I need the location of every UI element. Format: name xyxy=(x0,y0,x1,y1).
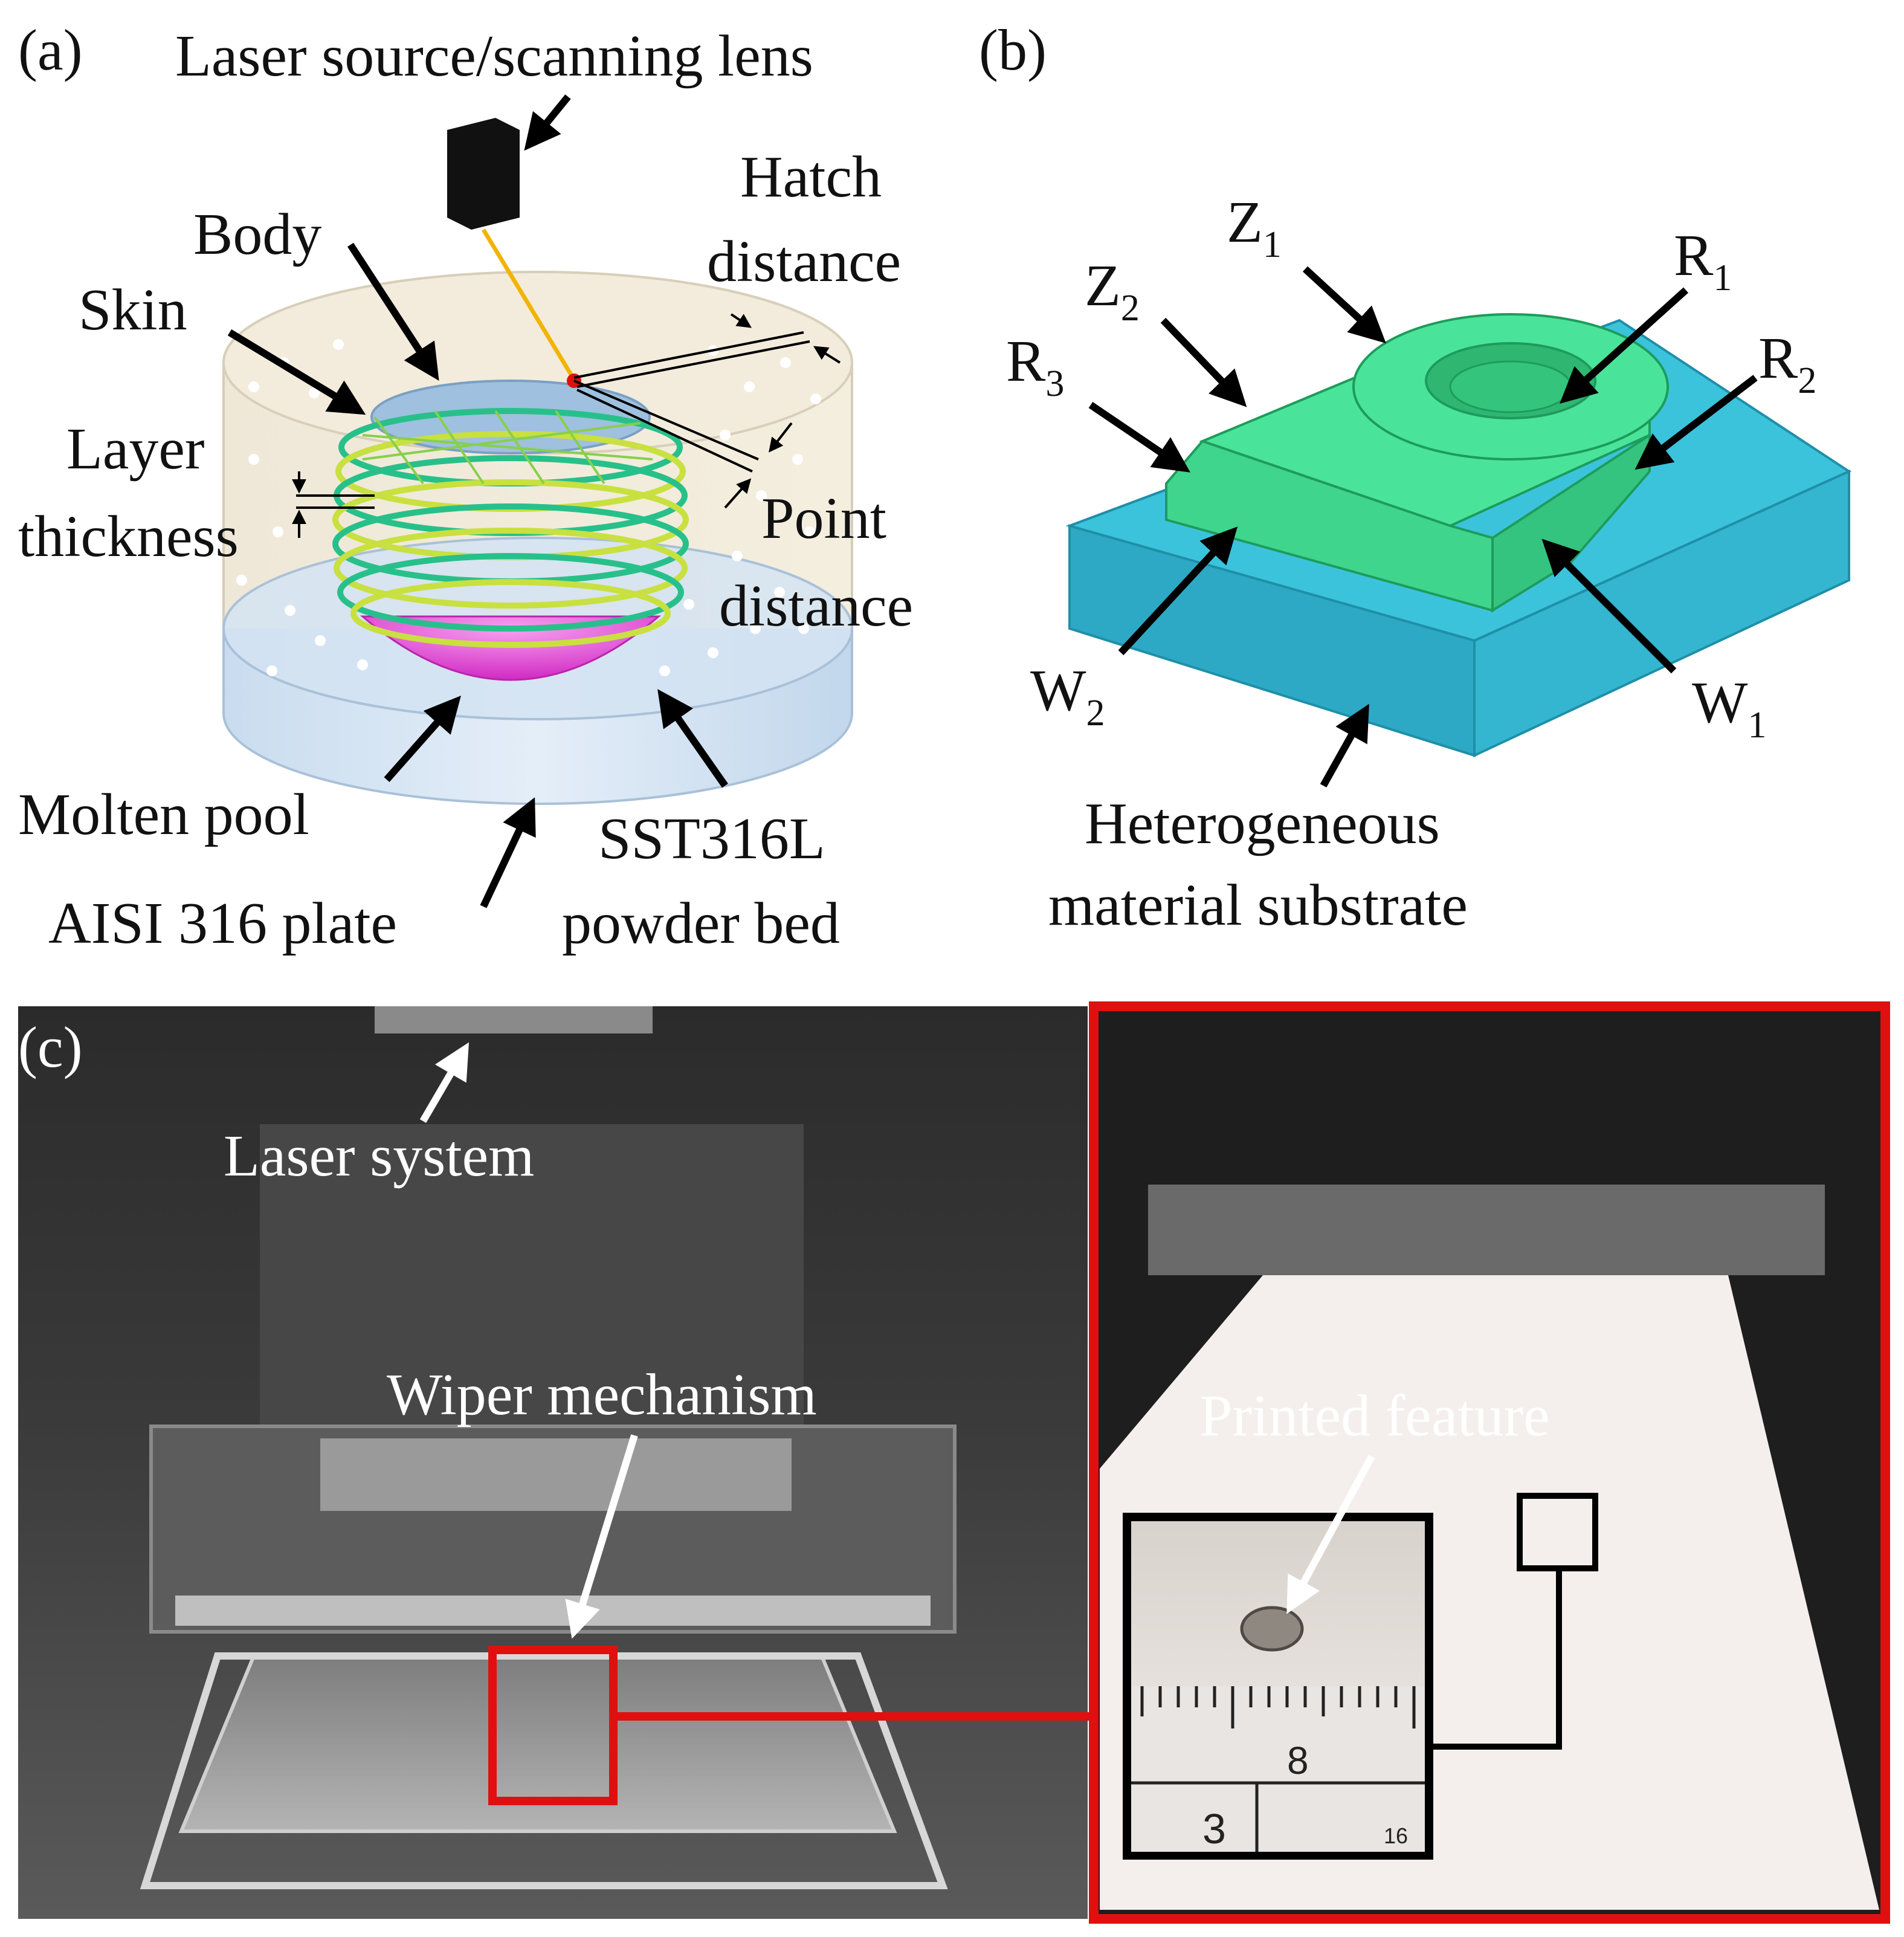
w2-label: W2 xyxy=(1030,658,1105,734)
wiper-label: Wiper mechanism xyxy=(387,1362,817,1428)
zoom-wiper-mount xyxy=(1148,1185,1825,1275)
layer-label-1: Layer xyxy=(66,416,205,482)
hatch-label-1: Hatch xyxy=(740,144,882,210)
z2-label: Z2 xyxy=(1085,253,1140,329)
laser-beam xyxy=(482,228,576,381)
panel-a-arrows xyxy=(227,94,728,908)
ruler-number-3: 3 xyxy=(1202,1805,1226,1852)
wiper-rail xyxy=(175,1596,931,1626)
wiper-highlight-box xyxy=(488,1646,618,1805)
panel-b: (b) Z1 Z2 R1 R2 R3 W1 W2 Heteroge xyxy=(979,18,1852,938)
layer-thickness-guides xyxy=(292,471,375,538)
ruler-ticks xyxy=(1131,1686,1425,1852)
r2-label: R2 xyxy=(1758,326,1816,401)
ruler-number-8: 8 xyxy=(1287,1739,1309,1782)
boss-hole-inner xyxy=(1449,360,1572,413)
distance-guides xyxy=(573,313,841,509)
printed-feature-label: Printed feature xyxy=(1199,1383,1550,1449)
r3-label: R3 xyxy=(1006,329,1064,404)
ruler-number-16: 16 xyxy=(1384,1823,1408,1848)
panel-c: (c) Laser system Wiper mechanism xyxy=(18,1001,1890,1924)
body-label: Body xyxy=(193,202,321,267)
panel-b-tag: (b) xyxy=(979,18,1047,82)
aisi-plate-label: AISI 316 plate xyxy=(48,891,397,956)
printed-feature-part xyxy=(1240,1606,1304,1652)
molten-pool-label: Molten pool xyxy=(18,782,309,847)
laser-head xyxy=(447,118,520,230)
part-side-face xyxy=(1491,433,1651,613)
wiper-blade xyxy=(320,1438,792,1511)
hatch-label-2: distance xyxy=(707,229,901,294)
ruler xyxy=(1131,1686,1425,1852)
z1-label: Z1 xyxy=(1227,190,1282,265)
hatch-lines xyxy=(362,410,653,485)
build-plate-frame xyxy=(140,1652,948,1889)
powder-bed-label-1: SST316L xyxy=(598,806,825,871)
panel-c-arrows xyxy=(419,1042,638,1639)
inset-connector xyxy=(1429,1568,1562,1750)
laser-system-label: Laser system xyxy=(224,1124,534,1189)
powder-bed-label-2: powder bed xyxy=(562,891,840,956)
substrate-right-face xyxy=(1473,469,1850,758)
panel-b-arrows xyxy=(1088,266,1758,787)
laser-window xyxy=(375,1006,653,1033)
w1-label: W1 xyxy=(1692,670,1767,746)
molten-pool-shape xyxy=(360,615,662,681)
skin-label: Skin xyxy=(79,277,187,343)
panel-a: (a) xyxy=(18,18,913,956)
point-label-1: Point xyxy=(761,486,886,551)
panel-a-tag: (a) xyxy=(18,18,83,82)
laser-source-label: Laser source/scanning lens xyxy=(175,24,813,89)
point-label-2: distance xyxy=(719,574,913,639)
panel-c-tag: (c) xyxy=(18,1015,83,1079)
substrate-label-1: Heterogeneous xyxy=(1085,791,1440,856)
r1-label: R1 xyxy=(1674,223,1732,299)
layer-label-2: thickness xyxy=(18,504,239,569)
substrate-label-2: material substrate xyxy=(1048,873,1468,938)
feature-arrow xyxy=(1286,1455,1375,1614)
